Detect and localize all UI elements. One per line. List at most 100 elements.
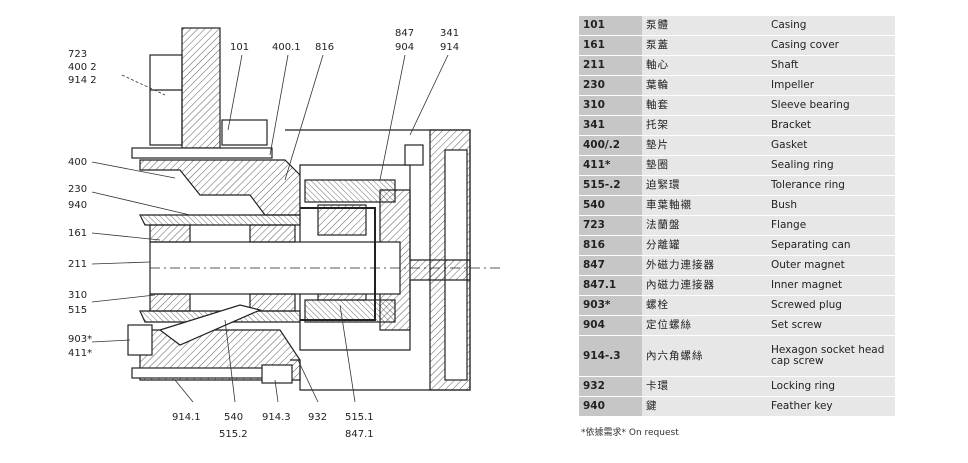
- callout-914-1: 914.1: [172, 412, 201, 423]
- callout-540: 540: [224, 412, 243, 423]
- callout-816: 816: [315, 42, 334, 53]
- part-number: 903*: [579, 295, 642, 316]
- part-number: 816: [579, 235, 642, 256]
- callout-101: 101: [230, 42, 249, 53]
- pump-section-geometry: [127, 27, 500, 391]
- part-name-english: Shaft: [767, 55, 895, 76]
- pump-cross-section-drawing: 723 400 2 914 2 101 400.1 816 847 904 34…: [68, 27, 500, 440]
- part-name-english: Bush: [767, 195, 895, 216]
- part-name-chinese: 車葉軸襯: [642, 195, 767, 216]
- part-name-english: Casing cover: [767, 35, 895, 56]
- part-name-chinese: 泵體: [642, 16, 767, 36]
- part-name-english: Sleeve bearing: [767, 95, 895, 116]
- callout-515: 515: [68, 305, 87, 316]
- callout-411: 411*: [68, 348, 92, 359]
- part-name-chinese: 法蘭盤: [642, 215, 767, 236]
- part-name-chinese: 定位螺絲: [642, 315, 767, 336]
- part-number: 400/.2: [579, 135, 642, 156]
- part-name-english: Outer magnet: [767, 255, 895, 276]
- callout-932: 932: [308, 412, 327, 423]
- callout-400-2: 400 2: [68, 62, 97, 73]
- part-number: 211: [579, 55, 642, 76]
- part-name-chinese: 卡環: [642, 376, 767, 397]
- part-number: 940: [579, 396, 642, 417]
- part-number: 904: [579, 315, 642, 336]
- part-name-english: Tolerance ring: [767, 175, 895, 196]
- callout-940: 940: [68, 200, 87, 211]
- part-number: 230: [579, 75, 642, 96]
- part-name-chinese: 內磁力連接器: [642, 275, 767, 296]
- part-number: 101: [579, 16, 642, 36]
- callout-341: 341: [440, 28, 459, 39]
- part-name-chinese: 軸套: [642, 95, 767, 116]
- callout-211: 211: [68, 259, 87, 270]
- part-name-english: Separating can: [767, 235, 895, 256]
- part-number: 932: [579, 376, 642, 397]
- part-name-chinese: 鍵: [642, 396, 767, 417]
- part-name-english: Set screw: [767, 315, 895, 336]
- part-number: 310: [579, 95, 642, 116]
- callout-904: 904: [395, 42, 414, 53]
- part-name-chinese: 墊片: [642, 135, 767, 156]
- callout-leader-lines: [91, 54, 449, 403]
- callout-847: 847: [395, 28, 414, 39]
- part-name-chinese: 軸心: [642, 55, 767, 76]
- callout-515-1: 515.1: [345, 412, 374, 423]
- part-number: 914-.3: [579, 335, 642, 377]
- callout-914-3: 914.3: [262, 412, 291, 423]
- part-name-english: Feather key: [767, 396, 895, 417]
- part-name-english: Impeller: [767, 75, 895, 96]
- part-name-chinese: 內六角螺絲: [642, 335, 767, 377]
- part-number: 411*: [579, 155, 642, 176]
- part-name-chinese: 螺栓: [642, 295, 767, 316]
- callout-914-2: 914 2: [68, 75, 97, 86]
- callout-400-1: 400.1: [272, 42, 301, 53]
- part-number: 341: [579, 115, 642, 136]
- part-name-chinese: 墊圈: [642, 155, 767, 176]
- callout-903: 903*: [68, 334, 92, 345]
- part-number: 515-.2: [579, 175, 642, 196]
- footnote-on-request: *依據需求* On request: [581, 428, 679, 438]
- callout-723: 723: [68, 49, 87, 60]
- part-name-chinese: 葉輪: [642, 75, 767, 96]
- callout-161: 161: [68, 228, 87, 239]
- part-number: 161: [579, 35, 642, 56]
- part-name-english: Flange: [767, 215, 895, 236]
- part-number: 847.1: [579, 275, 642, 296]
- callout-400: 400: [68, 157, 87, 168]
- part-name-english: Inner magnet: [767, 275, 895, 296]
- part-name-chinese: 外磁力連接器: [642, 255, 767, 276]
- callout-310: 310: [68, 290, 87, 301]
- part-number: 847: [579, 255, 642, 276]
- part-name-english: Locking ring: [767, 376, 895, 397]
- part-name-english: Gasket: [767, 135, 895, 156]
- part-name-chinese: 迫緊環: [642, 175, 767, 196]
- part-number: 540: [579, 195, 642, 216]
- callout-230: 230: [68, 184, 87, 195]
- part-number: 723: [579, 215, 642, 236]
- part-name-chinese: 托架: [642, 115, 767, 136]
- part-name-chinese: 分離罐: [642, 235, 767, 256]
- callout-914: 914: [440, 42, 459, 53]
- part-name-english: Bracket: [767, 115, 895, 136]
